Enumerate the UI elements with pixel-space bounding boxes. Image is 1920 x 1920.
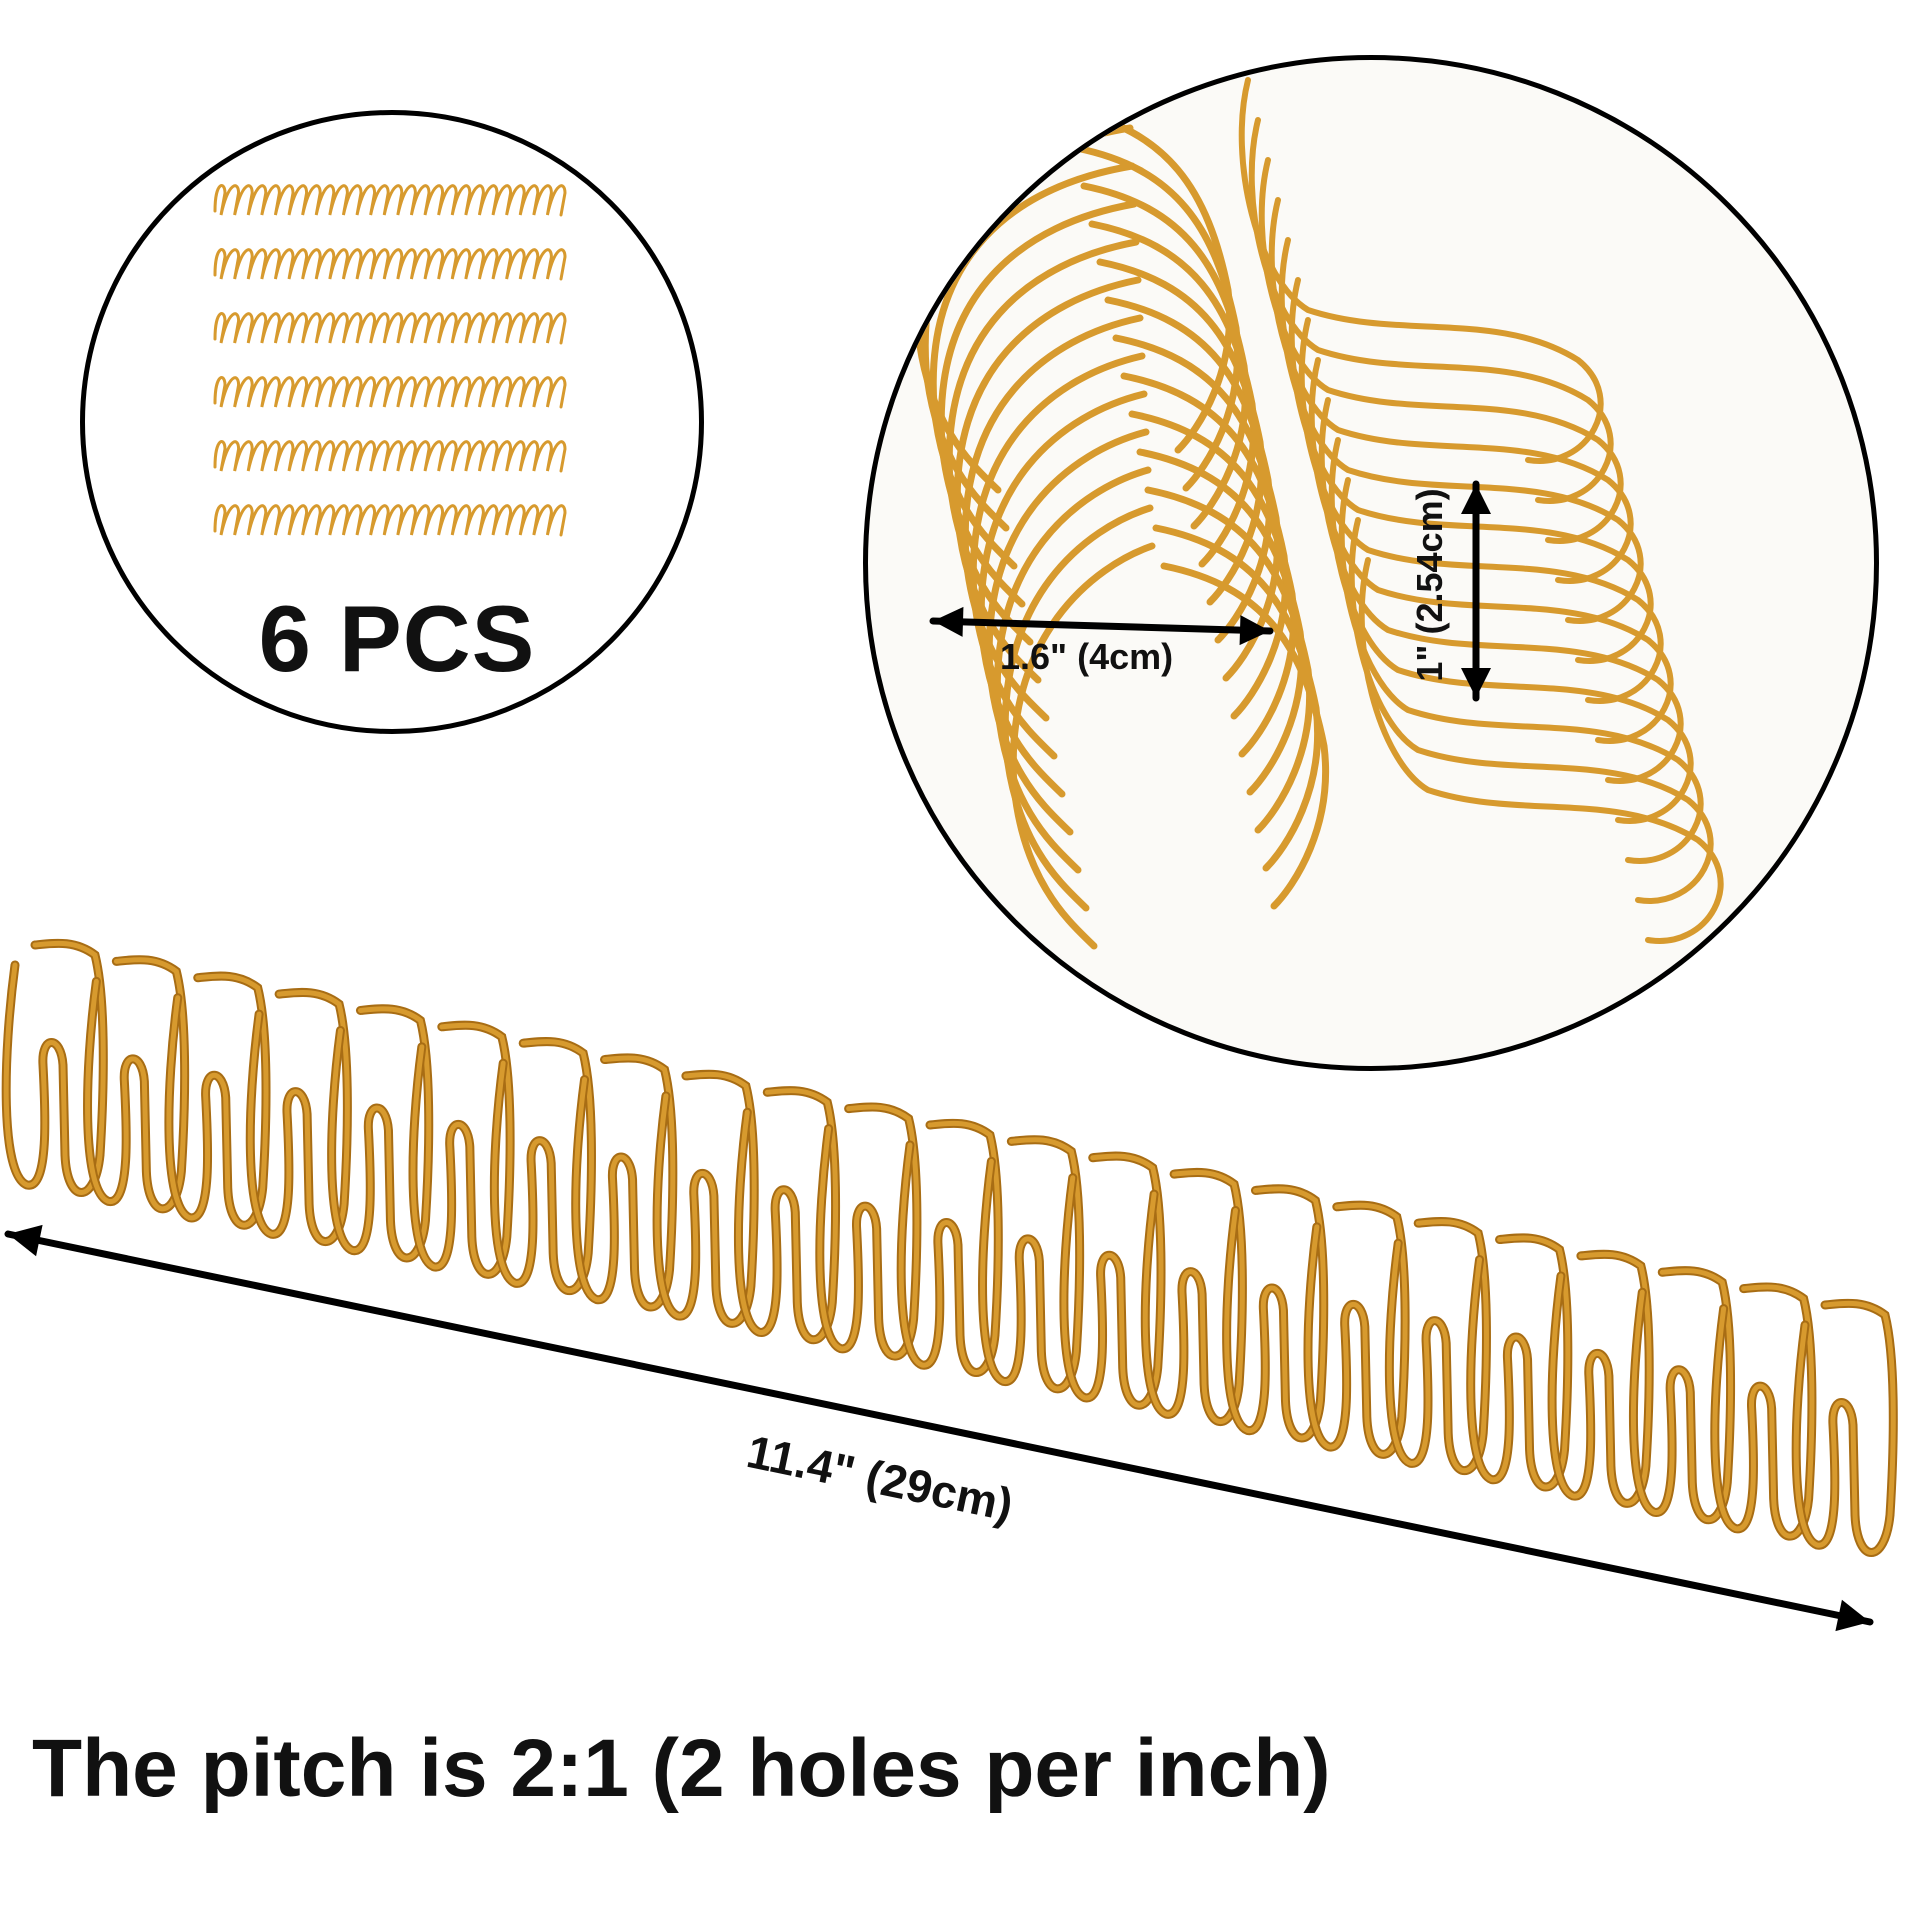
closeup-loop-left xyxy=(985,428,1150,836)
arrowhead-icon xyxy=(1239,615,1270,646)
closeup-loop-left xyxy=(913,86,1132,494)
arrowhead-icon xyxy=(1461,484,1491,514)
closeup-loop-left xyxy=(993,466,1152,874)
closeup-loop-left xyxy=(961,314,1144,722)
closeup-loop-left xyxy=(937,200,1138,608)
closeup-loop-right xyxy=(1358,557,1724,944)
wire-loop-highlight xyxy=(1793,1300,1896,1555)
closeup-loop-left xyxy=(921,124,1134,532)
closeup-loop-left xyxy=(1001,504,1154,912)
mini-spine xyxy=(213,504,567,537)
mini-spine xyxy=(213,312,567,345)
closeup-circle xyxy=(863,55,1879,1071)
closeup-loop-left-back xyxy=(1160,562,1329,910)
pitch-caption: The pitch is 2:1 (2 holes per inch) xyxy=(32,1723,1331,1814)
closeup-loop-left xyxy=(945,238,1140,646)
arrowhead-icon xyxy=(933,606,964,637)
mini-spine xyxy=(213,376,567,409)
width-arrow xyxy=(929,617,1274,635)
closeup-loop-left xyxy=(929,162,1136,570)
closeup-loop-left xyxy=(953,276,1142,684)
mini-spine xyxy=(213,440,567,473)
quantity-label: 6 PCS xyxy=(258,586,536,691)
closeup-loop-left xyxy=(969,352,1146,760)
closeup-loop-left xyxy=(977,390,1148,798)
height-dimension-label: 1" (2.54cm) xyxy=(1409,488,1450,682)
mini-spine xyxy=(213,184,567,217)
length-arrow xyxy=(4,1230,1874,1626)
mini-spine xyxy=(213,248,567,281)
arrowhead-icon xyxy=(1461,668,1491,698)
arrowhead-icon xyxy=(1835,1599,1870,1632)
six-binding-spines-image xyxy=(213,184,567,537)
closeup-loop-left xyxy=(1009,542,1156,950)
width-dimension-label: 1.6" (4cm) xyxy=(1000,636,1174,677)
quantity-circle: 6 PCS xyxy=(80,110,704,734)
arrowhead-icon xyxy=(8,1224,43,1257)
spine-closeup-image xyxy=(913,77,1724,950)
